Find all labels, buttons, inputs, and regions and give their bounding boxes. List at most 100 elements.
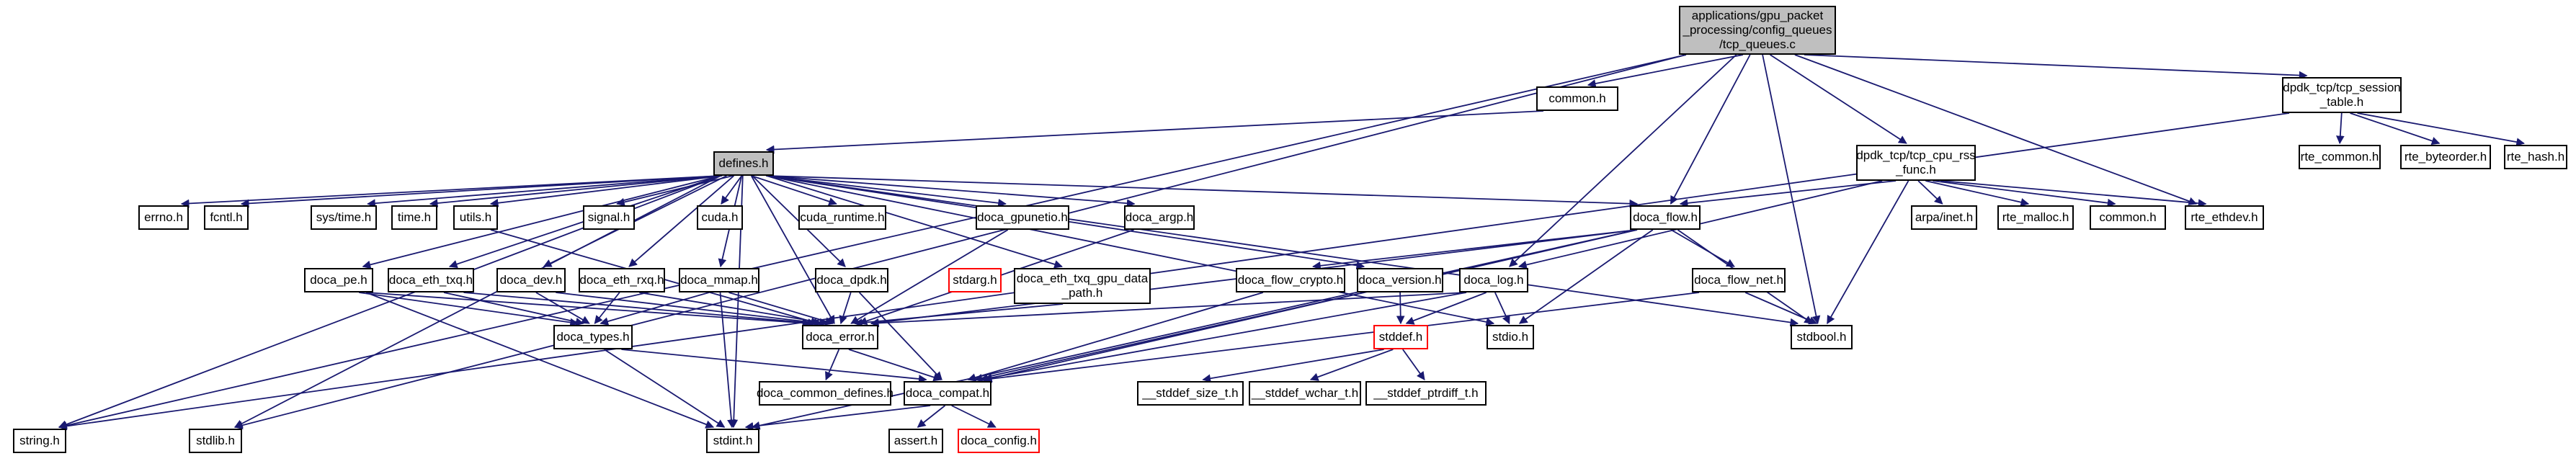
graph-edge bbox=[1396, 292, 1405, 325]
graph-edge bbox=[367, 175, 721, 207]
graph-edge bbox=[1925, 180, 2030, 207]
graph-node-doca_flow_net_h[interactable]: doca_flow_net.h bbox=[1692, 268, 1786, 292]
graph-node-stdint_h[interactable]: stdint.h bbox=[706, 429, 759, 453]
graph-node-doca_pe_h[interactable]: doca_pe.h bbox=[304, 268, 373, 292]
graph-node-doca_config_h[interactable]: doca_config.h bbox=[958, 429, 1040, 453]
graph-edge bbox=[2350, 112, 2441, 146]
graph-node-cuda_h[interactable]: cuda.h bbox=[697, 205, 743, 230]
graph-edge bbox=[600, 292, 710, 326]
graph-edge bbox=[1587, 54, 1744, 88]
graph-node-common_h_1[interactable]: common.h bbox=[1536, 86, 1618, 111]
graph-edge bbox=[1917, 180, 1943, 205]
graph-node-doca_argp_h[interactable]: doca_argp.h bbox=[1124, 205, 1195, 230]
graph-node-time_h[interactable]: time.h bbox=[391, 205, 437, 230]
graph-edge bbox=[983, 229, 1638, 383]
graph-edge bbox=[917, 405, 946, 428]
graph-node-stdlib_h[interactable]: stdlib.h bbox=[189, 429, 242, 453]
graph-node-rte_ethdev_h[interactable]: rte_ethdev.h bbox=[2185, 205, 2264, 230]
graph-edge bbox=[180, 175, 721, 208]
graph-node-errno_h[interactable]: errno.h bbox=[138, 205, 189, 230]
graph-edge bbox=[1827, 180, 1909, 325]
graph-edge bbox=[721, 175, 743, 205]
graph-node-stddef_h[interactable]: stddef.h bbox=[1373, 325, 1428, 349]
graph-node-doca_dpdk_h[interactable]: doca_dpdk.h bbox=[815, 268, 888, 292]
graph-edge bbox=[1402, 349, 1425, 380]
graph-edge bbox=[766, 175, 1136, 208]
graph-edge bbox=[1670, 54, 1751, 205]
graph-node-signal_h[interactable]: signal.h bbox=[583, 205, 635, 230]
graph-node-stdio_h[interactable]: stdio.h bbox=[1487, 325, 1534, 349]
graph-node-rte_common_h[interactable]: rte_common.h bbox=[2299, 145, 2381, 169]
graph-node-doca_mmap_h[interactable]: doca_mmap.h bbox=[679, 268, 759, 292]
graph-edge bbox=[594, 292, 620, 324]
graph-node-doca_flow_h[interactable]: doca_flow.h bbox=[1630, 205, 1701, 230]
graph-edge bbox=[365, 292, 811, 328]
graph-edge bbox=[1312, 229, 1638, 270]
graph-edge bbox=[1679, 180, 1897, 207]
graph-node-sys_time_h[interactable]: sys/time.h bbox=[311, 205, 377, 230]
graph-edge bbox=[983, 292, 1700, 383]
graph-node-fcntl_h[interactable]: fcntl.h bbox=[204, 205, 249, 230]
graph-edge bbox=[967, 292, 1264, 382]
graph-node-__stddef_wchar_t_h[interactable]: __stddef_wchar_t.h bbox=[1249, 381, 1361, 406]
graph-edge bbox=[1933, 180, 2116, 207]
graph-edge bbox=[848, 349, 942, 382]
graph-node-doca_eth_txq_h[interactable]: doca_eth_txq.h bbox=[388, 268, 474, 292]
graph-edge bbox=[1770, 54, 1907, 144]
graph-node-rte_malloc_h[interactable]: rte_malloc.h bbox=[1997, 205, 2074, 230]
graph-node-doca_log_h[interactable]: doca_log.h bbox=[1459, 268, 1528, 292]
graph-node-doca_types_h[interactable]: doca_types.h bbox=[553, 325, 633, 349]
graph-edge bbox=[1494, 292, 1510, 325]
graph-edge bbox=[766, 175, 1639, 208]
graph-edge bbox=[2335, 112, 2345, 145]
graph-node-defines_h[interactable]: defines.h bbox=[713, 151, 774, 176]
graph-node-doca_error_h[interactable]: doca_error.h bbox=[802, 325, 878, 349]
graph-node-__stddef_size_t_h[interactable]: __stddef_size_t.h bbox=[1137, 381, 1244, 406]
graph-edge bbox=[766, 175, 1799, 327]
graph-edge bbox=[556, 292, 823, 327]
graph-node-doca_flow_crypto_h[interactable]: doca_flow_crypto.h bbox=[1236, 268, 1345, 292]
graph-edge bbox=[1804, 54, 2308, 80]
graph-edge bbox=[825, 349, 840, 381]
graph-node-cuda_runtime_h[interactable]: cuda_runtime.h bbox=[798, 205, 886, 230]
graph-node-rte_hash_h[interactable]: rte_hash.h bbox=[2504, 145, 2567, 169]
graph-edge bbox=[1309, 349, 1394, 381]
graph-node-tcp_cpu_rss_func_h[interactable]: dpdk_tcp/tcp_cpu_rss _func.h bbox=[1856, 145, 1976, 181]
graph-node-doca_common_defines_h[interactable]: doca_common_defines.h bbox=[757, 381, 893, 406]
graph-edge bbox=[443, 292, 584, 326]
graph-node-doca_eth_rxq_h[interactable]: doca_eth_rxq.h bbox=[579, 268, 665, 292]
graph-edge bbox=[535, 292, 590, 324]
graph-edge bbox=[233, 54, 1687, 430]
graph-node-utils_h[interactable]: utils.h bbox=[453, 205, 498, 230]
graph-node-assert_h[interactable]: assert.h bbox=[888, 429, 943, 453]
graph-node-doca_eth_txq_gpu_data_path_h[interactable]: doca_eth_txq_gpu_data _path.h bbox=[1014, 268, 1151, 304]
graph-edge bbox=[429, 175, 721, 207]
graph-node-doca_compat_h[interactable]: doca_compat.h bbox=[904, 381, 991, 406]
graph-edge bbox=[1794, 54, 2198, 205]
graph-node-stdbool_h[interactable]: stdbool.h bbox=[1791, 325, 1853, 349]
graph-edge bbox=[765, 175, 1007, 207]
graph-node-__stddef_ptrdiff_t_h[interactable]: __stddef_ptrdiff_t.h bbox=[1365, 381, 1487, 406]
graph-node-doca_gpunetio_h[interactable]: doca_gpunetio.h bbox=[976, 205, 1069, 230]
graph-node-stdarg_h[interactable]: stdarg.h bbox=[948, 268, 1002, 292]
graph-edge bbox=[1744, 292, 1818, 325]
graph-node-rte_byteorder_h[interactable]: rte_byteorder.h bbox=[2400, 145, 2491, 169]
graph-node-common_h_2[interactable]: common.h bbox=[2090, 205, 2166, 230]
graph-edge bbox=[1405, 292, 1487, 325]
graph-node-doca_dev_h[interactable]: doca_dev.h bbox=[496, 268, 566, 292]
graph-edge bbox=[639, 292, 828, 327]
graph-edge bbox=[973, 292, 1365, 383]
graph-node-tcp_queues_c[interactable]: applications/gpu_packet _processing/conf… bbox=[1679, 6, 1836, 55]
graph-edge bbox=[839, 292, 852, 325]
graph-edge bbox=[765, 110, 1544, 154]
graph-node-tcp_session_table_h[interactable]: dpdk_tcp/tcp_session _table.h bbox=[2282, 77, 2402, 113]
graph-edge bbox=[744, 405, 931, 431]
graph-node-arpa_inet_h[interactable]: arpa/inet.h bbox=[1911, 205, 1977, 230]
graph-edge bbox=[2357, 112, 2526, 146]
graph-edge bbox=[58, 54, 1687, 430]
graph-node-string_h[interactable]: string.h bbox=[13, 429, 66, 453]
graph-edge bbox=[719, 292, 736, 429]
graph-node-doca_version_h[interactable]: doca_version.h bbox=[1357, 268, 1443, 292]
graph-edge bbox=[1670, 229, 1735, 267]
